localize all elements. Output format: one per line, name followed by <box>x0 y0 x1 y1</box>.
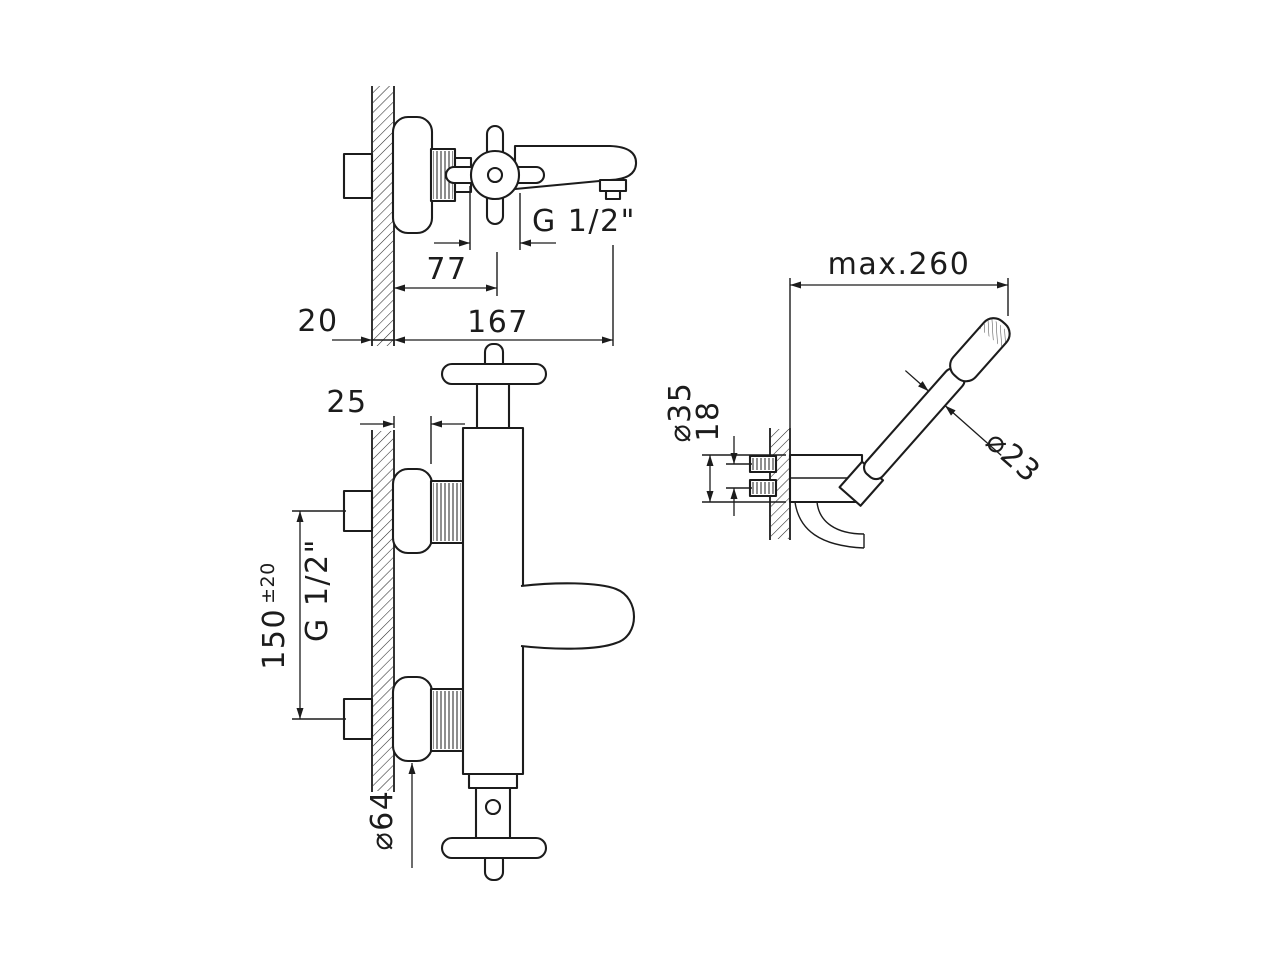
bath-spout <box>520 582 636 650</box>
dim-dia35: ⌀35 <box>663 382 698 443</box>
dim-25: 25 <box>326 385 367 420</box>
dim-20: 20 <box>297 304 338 339</box>
side-view: G 1/2" 77 167 20 <box>297 86 638 346</box>
dim-150: 150±20 <box>257 562 292 669</box>
lower-escutcheon <box>391 675 434 763</box>
dim-150-value: 150 <box>257 608 292 670</box>
dim-77: 77 <box>426 252 467 287</box>
lower-nut-knurling <box>433 691 461 749</box>
dim-167: 167 <box>467 305 529 340</box>
dim-dia64: ⌀64 <box>365 790 400 851</box>
upper-wall-pipe <box>342 489 374 533</box>
upper-escutcheon <box>391 467 434 555</box>
dim-150-tolerance: ±20 <box>257 562 279 604</box>
shower-hose-inner <box>816 501 865 535</box>
dim-max260: max.260 <box>828 247 971 282</box>
wall-hatch <box>373 86 393 346</box>
bottom-ring <box>467 772 519 790</box>
dim-18: 18 <box>691 400 726 441</box>
cross-handle-screw <box>486 166 504 184</box>
escutcheon-side <box>391 115 434 235</box>
mixer-body <box>461 426 525 776</box>
dim-g-half-front: G 1/2" <box>300 538 335 642</box>
bottom-cross-handle <box>440 836 548 860</box>
wall-pipe-connection <box>342 152 374 200</box>
hose-nipple-knurling <box>752 458 774 470</box>
dim-g-half-side: G 1/2" <box>532 204 636 239</box>
diverter-button <box>484 798 502 816</box>
spray-face <box>980 316 1012 347</box>
lower-wall-pipe <box>342 697 374 741</box>
union-nut-knurling <box>433 151 453 199</box>
front-view: 25 150±20 G 1/2" ⌀64 <box>257 342 636 882</box>
shower-hose-outer <box>794 501 865 549</box>
hose-nipple-knurling <box>752 482 774 494</box>
top-cross-handle <box>440 362 548 386</box>
upper-nut-knurling <box>433 483 461 541</box>
spout-outlet-nipple <box>604 189 622 201</box>
top-handle-neck <box>475 382 511 432</box>
spout-outlet <box>598 178 628 193</box>
dimension-arrow <box>944 405 1002 456</box>
dimension-arrow <box>904 370 930 392</box>
wall-hatch <box>373 431 393 791</box>
